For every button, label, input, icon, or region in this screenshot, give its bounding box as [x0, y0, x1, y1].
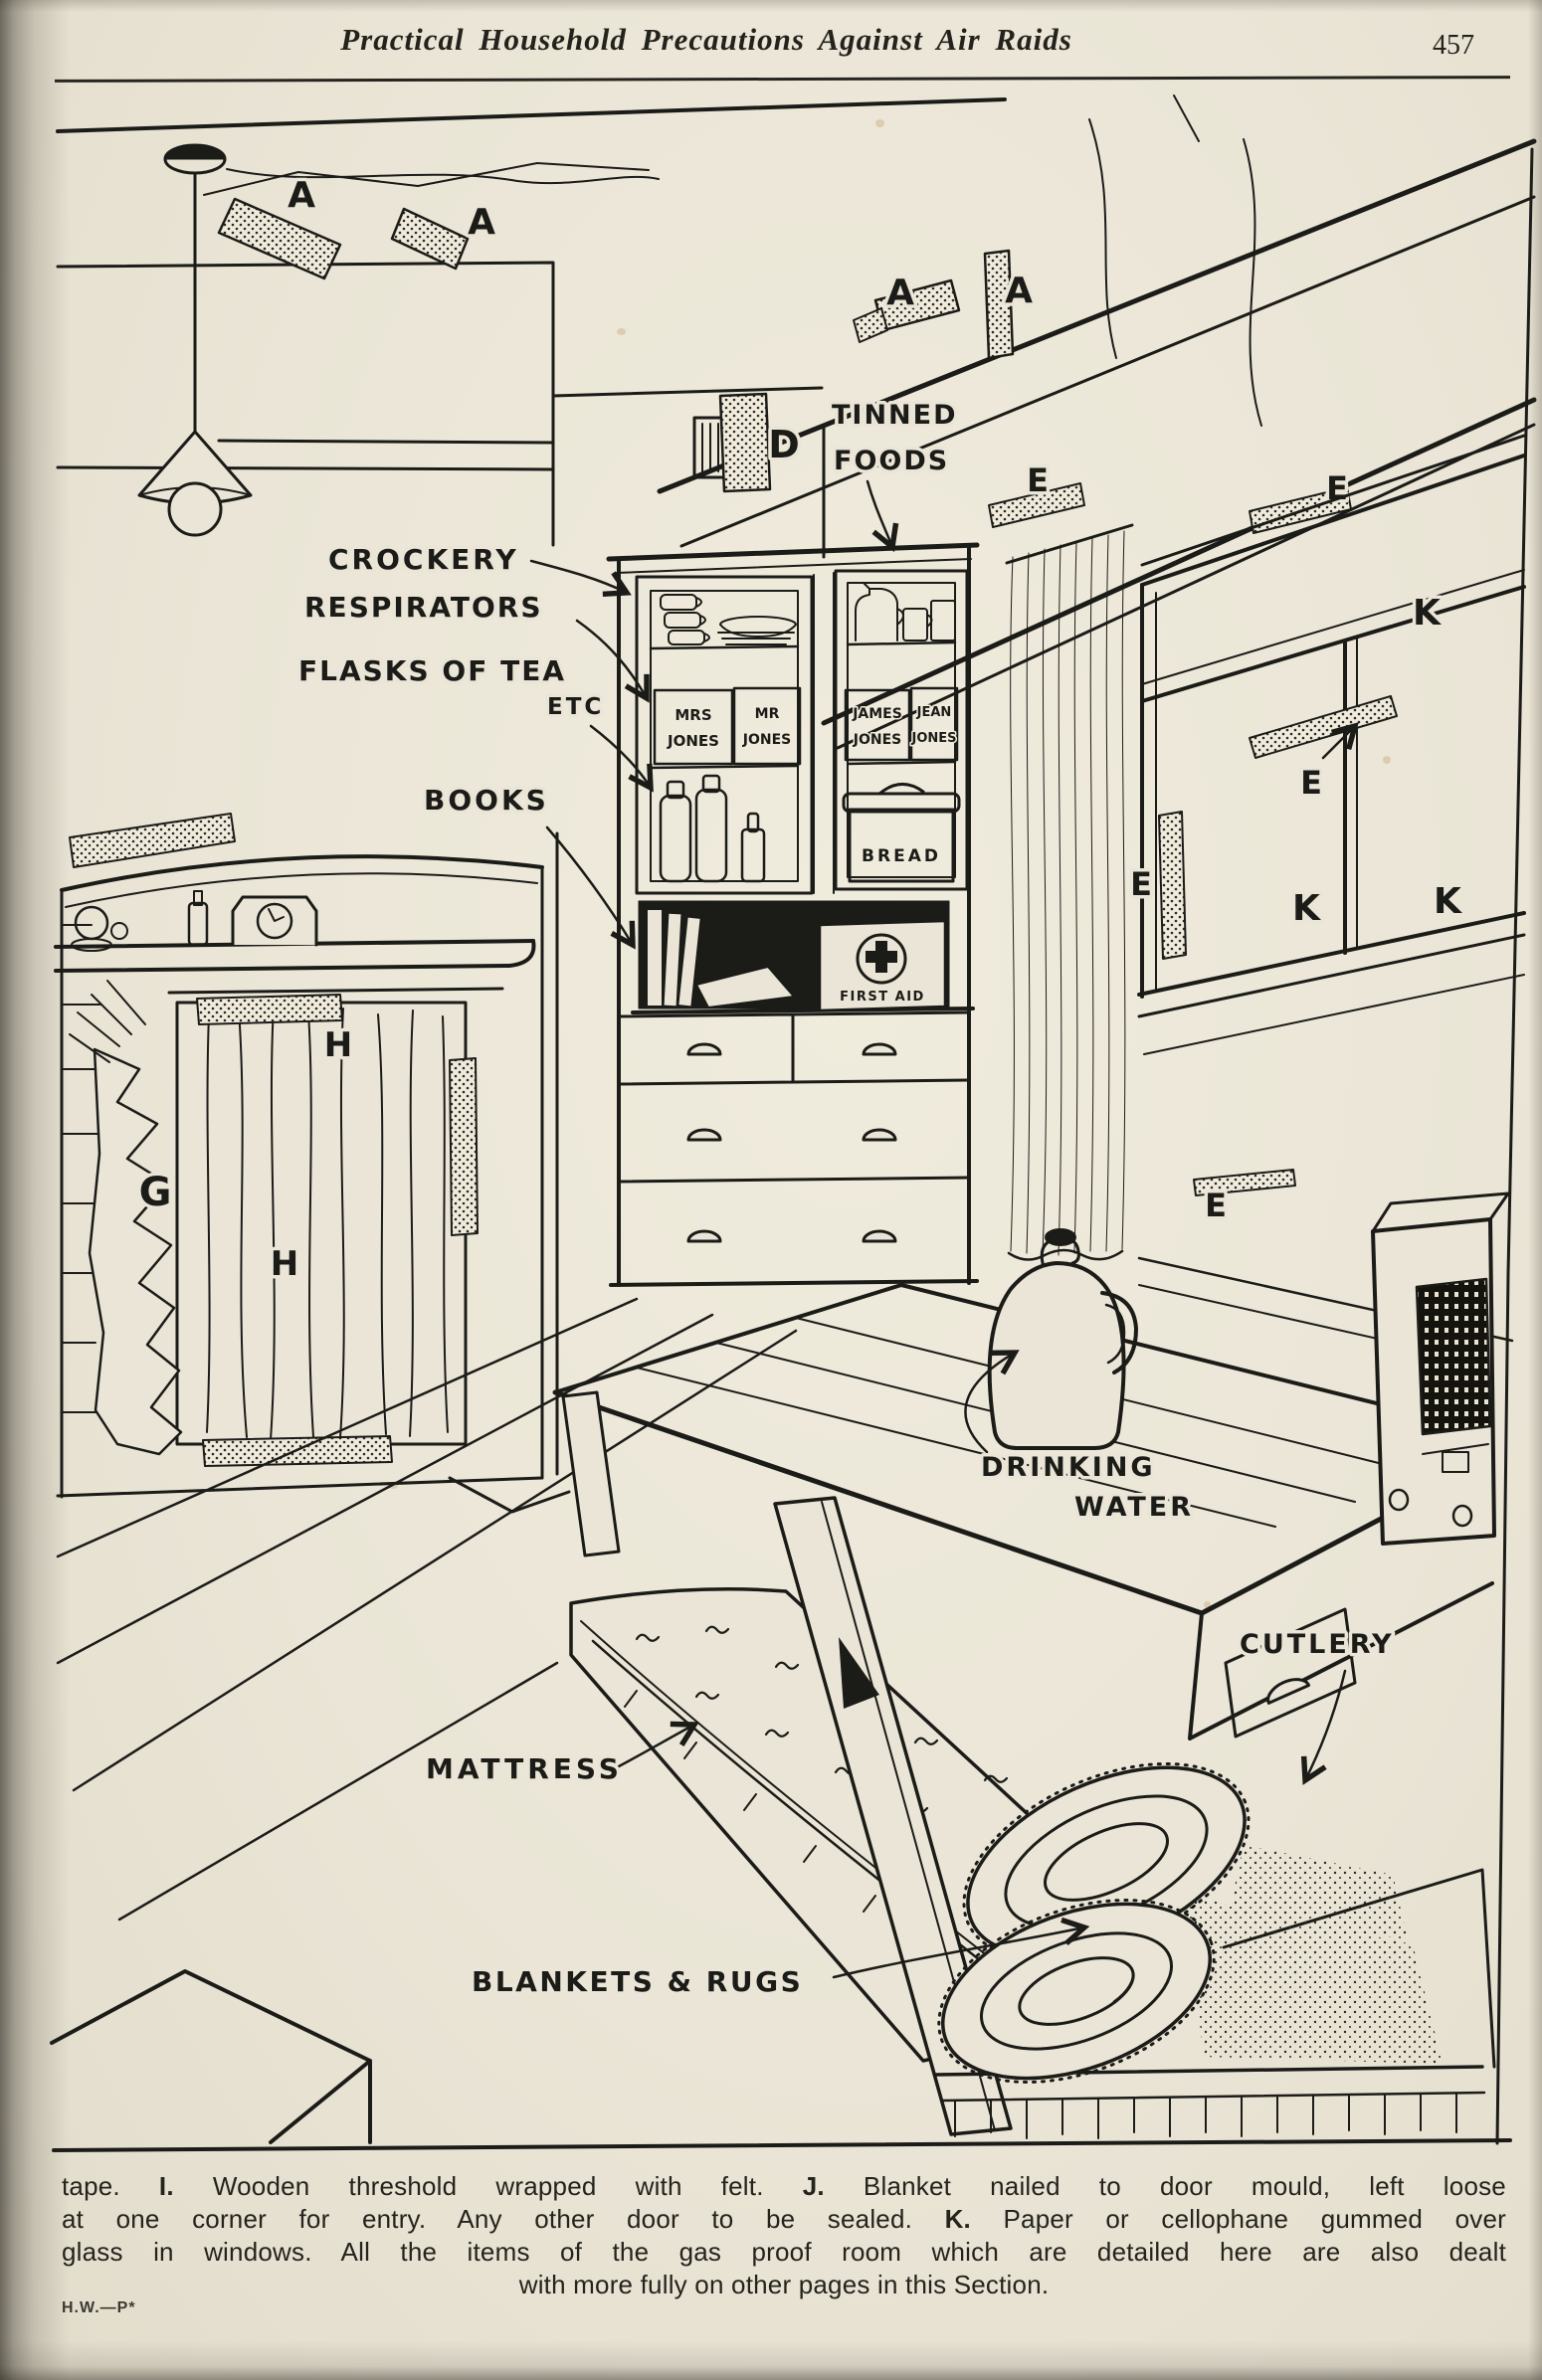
box-label-mr-jones: MR: [755, 706, 780, 722]
page-number: 457: [1433, 30, 1474, 61]
books: [646, 908, 795, 1008]
box-label-jean-jones: JEAN: [916, 705, 952, 720]
caption-text: with more fully on other pages in this S…: [518, 2270, 1050, 2299]
box-label-mrs-jones: JONES: [667, 732, 719, 750]
label-tinned-foods: TINNED: [832, 400, 958, 431]
chimney-label-g: G: [139, 1170, 172, 1215]
caption: tape. I. Wooden threshold wrapped with f…: [62, 2170, 1506, 2301]
first-aid-label: FIRST AID: [840, 990, 925, 1005]
caption-text: at one corner for entry. Any other door …: [62, 2204, 913, 2234]
label-drinking-water: WATER: [1074, 1492, 1194, 1523]
corner-box: [50, 1969, 372, 2144]
drawer-handles: [686, 1042, 897, 1243]
page-title: Practical Household Precautions Against …: [340, 22, 1072, 57]
arrow-blankets: [832, 1917, 1090, 1979]
label-cutlery: CUTLERY: [1240, 1629, 1395, 1660]
cutlery-drawer: [1224, 1607, 1357, 1739]
window-label-e: E: [1205, 1187, 1227, 1224]
window-label-k: K: [1434, 881, 1462, 922]
caption-text: tape.: [62, 2171, 120, 2201]
box-label-jean-jones: JONES: [910, 731, 956, 746]
caption-text: Wooden threshold wrapped with felt.: [212, 2171, 764, 2201]
label-flasks: FLASKS OF TEA: [298, 654, 566, 687]
window-label-k: K: [1413, 593, 1442, 634]
label-mattress: MATTRESS: [426, 1752, 623, 1785]
label-drinking-water: DRINKING: [981, 1452, 1156, 1483]
arrow-mattress: [617, 1721, 699, 1768]
crockery-shelf: [660, 594, 797, 645]
respirator-box: [909, 686, 959, 762]
box-label-james-jones: JONES: [853, 732, 901, 748]
caption-line: at one corner for entry. Any other door …: [62, 2203, 1506, 2236]
label-tinned-foods: FOODS: [834, 446, 949, 476]
caption-text: Blanket nailed to door mould, left loose: [863, 2171, 1506, 2201]
radio: [1371, 1191, 1510, 1546]
caption-text: Paper or cellophane gummed over: [1003, 2204, 1506, 2234]
tape-label-a: A: [288, 175, 315, 216]
bread-bin-label: BREAD: [862, 846, 941, 866]
caption-marker: J.: [802, 2171, 825, 2201]
label-books: BOOKS: [424, 784, 549, 817]
caption-text: glass in windows. All the items of the g…: [62, 2237, 1506, 2267]
window: [1137, 434, 1526, 1196]
floorboards: [56, 1256, 1514, 1922]
respirator-box: [732, 686, 802, 766]
printer-mark: H.W.—P*: [62, 2299, 136, 2316]
radio-knob: [1451, 1504, 1473, 1528]
arrow-drinking-water: [964, 1350, 1020, 1454]
box-label-mrs-jones: MRS: [675, 706, 711, 724]
arrow-cutlery: [1300, 1669, 1347, 1785]
bread-bin: [842, 783, 961, 883]
vent-label-d: D: [768, 423, 800, 466]
label-respirators: RESPIRATORS: [304, 591, 542, 624]
radio-grille: [1415, 1277, 1492, 1436]
window-label-e: E: [1130, 865, 1152, 903]
fireplace: [54, 813, 571, 1514]
tape-label-a: A: [468, 202, 495, 243]
tape-label-e: E: [1027, 461, 1049, 499]
water-jug: [987, 1228, 1138, 1450]
box-label-james-jones: JAMES: [852, 706, 902, 722]
chimney-packing: [88, 1047, 183, 1456]
label-crockery: CROCKERY: [328, 543, 519, 576]
window-label-e: E: [1300, 764, 1322, 802]
box-label-mr-jones: JONES: [742, 732, 791, 748]
respirator-box: [653, 688, 734, 766]
caption-line: glass in windows. All the items of the g…: [62, 2236, 1506, 2269]
store-cabinet: [606, 542, 980, 1287]
tape-label-a: A: [1005, 271, 1033, 311]
board-label-h: H: [271, 1244, 298, 1284]
sealed-vent: [692, 392, 772, 493]
caption-line: tape. I. Wooden threshold wrapped with f…: [62, 2170, 1506, 2203]
label-blankets-rugs: BLANKETS & RUGS: [472, 1965, 803, 1998]
arrow-e-tape: [1321, 722, 1359, 760]
radio-knob: [1388, 1488, 1410, 1512]
arrow-respirators: [575, 619, 650, 703]
window-label-k: K: [1292, 888, 1321, 929]
arrow-crockery: [529, 559, 632, 598]
caption-marker: K.: [944, 2204, 971, 2234]
respirator-box: [844, 688, 911, 762]
caption-line: with more fully on other pages in this S…: [62, 2269, 1506, 2301]
illustration-border: [52, 147, 1534, 2152]
table-leg: [773, 1496, 1013, 2136]
arrow-books: [545, 825, 636, 950]
ceiling-tape-patches: [217, 197, 1352, 534]
tape-label-a: A: [886, 273, 914, 313]
first-aid-box: [818, 919, 947, 1012]
jug-shelf: [855, 582, 956, 641]
label-etc: ETC: [547, 694, 604, 720]
fireplace-board: [175, 1001, 468, 1446]
blanket-rolls: [937, 1761, 1251, 2084]
arrow-flasks: [589, 724, 654, 793]
curtain: [1005, 523, 1134, 1261]
arrow-tinned-foods: [866, 479, 899, 553]
flask-shelf: [659, 774, 766, 883]
board-label-h: H: [324, 1025, 352, 1065]
callout-arrows: [529, 479, 1347, 1979]
pendant-lamp: [137, 143, 253, 537]
caption-marker: I.: [158, 2171, 174, 2201]
